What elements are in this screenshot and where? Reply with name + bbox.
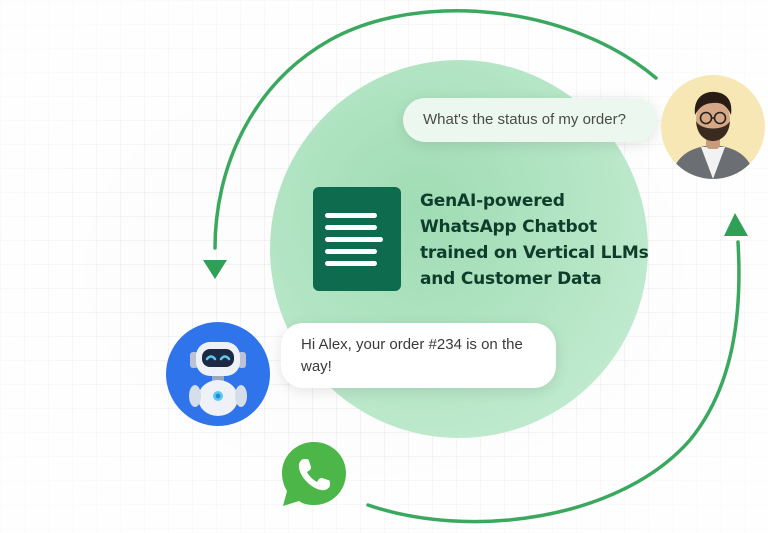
document-lines-icon [313,187,401,291]
arrow-up-icon [724,213,748,236]
headline: GenAI-powered WhatsApp Chatbot trained o… [420,188,670,292]
headline-line-3: trained on Vertical LLMs [420,243,649,263]
doc-line [325,249,377,254]
top-arc [213,9,658,250]
whatsapp-logo [282,442,346,506]
robot-illustration [189,342,247,416]
bottom-arc [366,240,741,524]
headline-line-4: and Customer Data [420,269,602,289]
bot-message-bubble: Hi Alex, your order #234 is on the way! [281,323,556,388]
doc-line [325,225,377,230]
doc-line [325,261,377,266]
user-message-bubble: What's the status of my order? [403,98,657,142]
bot-message-text: Hi Alex, your order #234 is on the way! [301,336,523,375]
user-avatar-icon [661,75,765,179]
doc-line [325,213,377,218]
doc-line [325,237,383,242]
headline-line-2: WhatsApp Chatbot [420,217,597,237]
whatsapp-icon [278,438,350,510]
arrow-down-icon [203,260,227,279]
headline-line-1: GenAI-powered [420,191,565,211]
robot-avatar-icon [166,322,270,426]
user-message-text: What's the status of my order? [423,111,626,128]
user-avatar-illustration [671,91,755,179]
